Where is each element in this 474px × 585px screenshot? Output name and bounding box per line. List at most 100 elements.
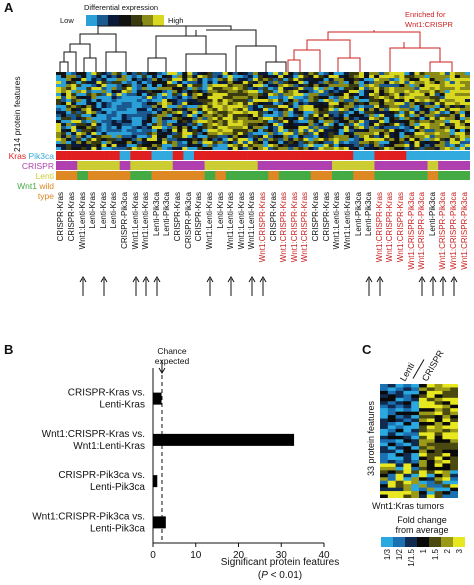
heatmap-cell bbox=[404, 99, 410, 103]
heatmap-cell bbox=[293, 135, 299, 139]
heatmap-cell bbox=[207, 117, 213, 121]
heatmap-cell bbox=[419, 93, 425, 97]
heatmap-cell bbox=[313, 114, 319, 118]
heatmap-c-cell bbox=[387, 466, 396, 471]
heatmap-cell bbox=[131, 105, 138, 109]
sample-label: Wnt1:Lenti-Kras bbox=[342, 192, 352, 250]
heatmap-cell bbox=[96, 90, 102, 94]
heatmap-cell bbox=[379, 96, 385, 100]
heatmap-cell bbox=[207, 111, 213, 115]
heatmap-cell bbox=[177, 105, 183, 109]
heatmap-cell bbox=[232, 144, 239, 148]
heatmap-cell bbox=[449, 141, 456, 145]
heatmap-c-cell bbox=[442, 456, 451, 461]
heatmap-cell bbox=[177, 84, 183, 88]
heatmap-cell bbox=[363, 147, 370, 150]
heatmap-cell bbox=[237, 75, 244, 79]
heatmap-cell bbox=[56, 78, 62, 82]
heatmap-cell bbox=[424, 90, 430, 94]
heatmap-cell bbox=[61, 117, 67, 121]
heatmap-cell bbox=[369, 141, 375, 145]
heatmap-cell bbox=[439, 129, 446, 133]
heatmap-cell bbox=[278, 87, 284, 91]
heatmap-cell bbox=[369, 81, 375, 85]
heatmap-cell bbox=[424, 105, 430, 109]
heatmap-cell bbox=[187, 99, 193, 103]
heatmap-cell bbox=[379, 135, 385, 139]
heatmap-cell bbox=[172, 138, 178, 142]
heatmap-cell bbox=[389, 147, 395, 150]
heatmap-cell bbox=[369, 126, 375, 130]
heatmap-cell bbox=[192, 99, 198, 103]
heatmap-cell bbox=[126, 84, 133, 88]
heatmap-c-cell bbox=[387, 449, 396, 454]
heatmap-cell bbox=[146, 141, 153, 145]
heatmap-c-cell bbox=[395, 460, 404, 464]
heatmap-cell bbox=[263, 141, 269, 145]
heatmap-cell bbox=[222, 123, 228, 127]
heatmap-cell bbox=[96, 93, 102, 97]
heatmap-cell bbox=[106, 141, 112, 145]
heatmap-cell bbox=[369, 102, 375, 106]
heatmap-cell bbox=[217, 147, 223, 150]
heatmap-c-cell bbox=[434, 422, 443, 426]
heatmap-cell bbox=[419, 120, 425, 124]
bar bbox=[153, 516, 166, 529]
heatmap-cell bbox=[369, 114, 375, 118]
heatmap-cell bbox=[459, 99, 466, 103]
heatmap-cell bbox=[444, 72, 451, 76]
heatmap-cell bbox=[131, 135, 138, 139]
heatmap-cell bbox=[182, 129, 188, 133]
heatmap-c-cell bbox=[387, 425, 396, 430]
heatmap-cell bbox=[257, 81, 264, 85]
heatmap-cell bbox=[353, 135, 360, 139]
heatmap-cell bbox=[409, 99, 415, 103]
heatmap-cell bbox=[459, 72, 466, 76]
heatmap-cell bbox=[384, 78, 390, 82]
heatmap-cell bbox=[434, 75, 441, 79]
heatmap-c-cell bbox=[434, 473, 443, 478]
heatmap-cell bbox=[116, 87, 122, 91]
heatmap-cell bbox=[343, 72, 350, 76]
heatmap-cell bbox=[96, 96, 102, 100]
heatmap-cell bbox=[71, 99, 77, 103]
colorbar-title-line1: Fold change bbox=[397, 515, 447, 525]
heatmap-c-cell bbox=[450, 484, 458, 488]
heatmap-cell bbox=[56, 129, 62, 133]
heatmap-cell bbox=[424, 129, 430, 133]
heatmap-cell bbox=[121, 105, 127, 109]
heatmap-cell bbox=[303, 117, 309, 121]
heatmap-cell bbox=[91, 114, 97, 118]
heatmap-cell bbox=[338, 135, 345, 139]
heatmap-c-cell bbox=[395, 480, 404, 485]
track-cell bbox=[194, 161, 205, 170]
heatmap-cell bbox=[369, 87, 375, 91]
heatmap-cell bbox=[182, 138, 188, 142]
heatmap-cell bbox=[86, 126, 92, 130]
heatmap-cell bbox=[252, 135, 259, 139]
heatmap-cell bbox=[136, 90, 143, 94]
sample-label: CRISPR-Kras bbox=[321, 192, 331, 242]
heatmap-cell bbox=[429, 144, 435, 148]
heatmap-cell bbox=[222, 90, 228, 94]
heatmap-cell bbox=[121, 108, 127, 112]
heatmap-cell bbox=[278, 114, 284, 118]
heatmap-cell bbox=[439, 90, 446, 94]
heatmap-cell bbox=[288, 132, 294, 136]
heatmap-cell bbox=[374, 102, 380, 106]
heatmap-cell bbox=[328, 129, 334, 133]
heatmap-cell bbox=[369, 108, 375, 112]
heatmap-cell bbox=[156, 99, 163, 103]
heatmap-cell bbox=[454, 108, 461, 112]
track-cell bbox=[342, 151, 354, 160]
heatmap-cell bbox=[81, 96, 87, 100]
heatmap-cell bbox=[278, 123, 284, 127]
heatmap-cell bbox=[323, 75, 329, 79]
heatmap-cell bbox=[162, 117, 168, 121]
heatmap-cell bbox=[242, 96, 249, 100]
heatmap-cell bbox=[237, 96, 244, 100]
heatmap-cell bbox=[101, 105, 107, 109]
heatmap-cell bbox=[374, 99, 380, 103]
track-cell bbox=[183, 171, 195, 180]
heatmap-cell bbox=[404, 141, 410, 145]
